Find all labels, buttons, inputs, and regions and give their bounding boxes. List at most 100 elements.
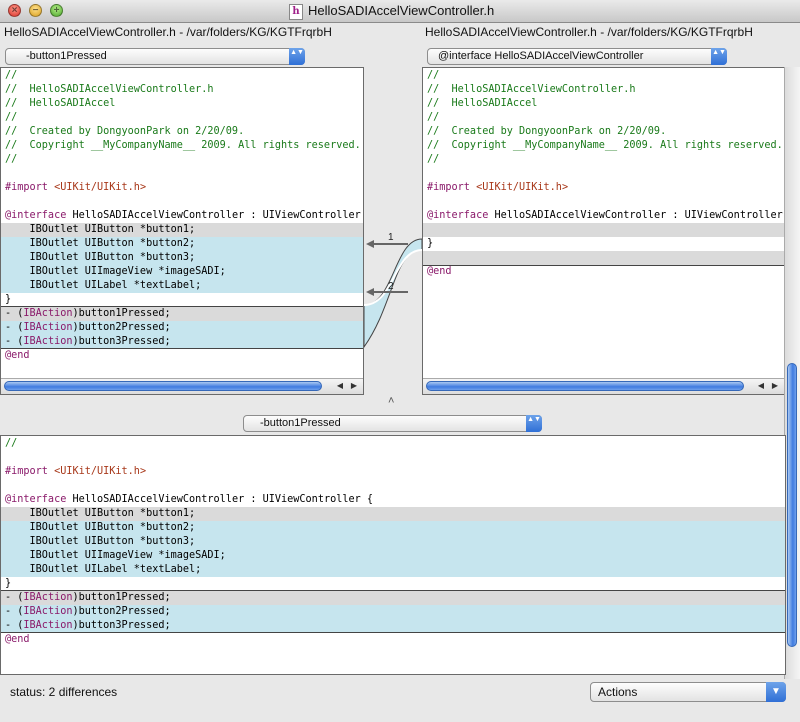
merge-function-popup[interactable]: -button1Pressed ▲▼ (243, 415, 542, 432)
code-token: )button2Pressed; (72, 606, 171, 617)
code-token: // (427, 154, 440, 165)
code-token: )button3Pressed; (72, 620, 171, 631)
code-line: @interface HelloSADIAccelViewController … (5, 209, 364, 223)
code-line: #import <UIKit/UIKit.h> (5, 465, 373, 479)
left-function-popup[interactable]: -button1Pressed ▲▼ (5, 48, 305, 65)
code-line: IBOutlet UILabel *textLabel; (5, 563, 373, 577)
code-token: // (5, 112, 18, 123)
code-line: // (5, 111, 363, 125)
right-function-popup[interactable]: @interface HelloSADIAccelViewController … (427, 48, 727, 65)
diff-line-highlight (423, 223, 799, 237)
close-window-button[interactable]: × (8, 4, 21, 17)
code-line (427, 251, 795, 265)
code-line: // Copyright __MyCompanyName__ 2009. All… (427, 139, 795, 153)
window-vertical-scrollbar[interactable] (784, 67, 800, 679)
code-token: - ( (5, 336, 24, 347)
code-token: IBOutlet UIImageView *imageSADI; (5, 266, 226, 277)
diff-status: status: 2 differences (10, 685, 118, 699)
code-token: IBOutlet UIButton *button1; (5, 508, 196, 519)
pane-splitter[interactable]: ˄ (0, 395, 800, 409)
popup-arrows-icon: ▲▼ (526, 415, 542, 432)
diff-border (1, 590, 785, 591)
code-line: } (5, 293, 363, 307)
scroll-right-icon[interactable]: ▶ (350, 381, 358, 390)
diff-border (1, 632, 785, 633)
code-line: } (427, 237, 795, 251)
code-token: IBAction (23, 336, 73, 347)
code-token: - ( (5, 620, 24, 631)
code-line: - (IBAction)button1Pressed; (5, 591, 373, 605)
code-line: } (5, 577, 373, 591)
code-token: IBOutlet UIButton *button2; (5, 522, 196, 533)
code-line: @end (5, 349, 363, 363)
diff-arrow-2-head (366, 288, 374, 296)
vertical-scroll-thumb[interactable] (787, 363, 797, 647)
code-token: HelloSADIAccelViewController : UIViewCon… (66, 210, 364, 221)
code-token: // HelloSADIAccel (5, 98, 116, 109)
left-scroll-thumb[interactable] (4, 381, 322, 391)
code-line: IBOutlet UIButton *button3; (5, 251, 363, 265)
merge-code-pane[interactable]: //#import <UIKit/UIKit.h>@interface Hell… (0, 435, 786, 675)
right-horizontal-scrollbar[interactable]: ◀ ▶ (423, 378, 784, 394)
diff-line-highlight (1, 591, 785, 605)
close-icon: × (11, 5, 18, 16)
code-line: // (427, 153, 795, 167)
right-code-pane[interactable]: //// HelloSADIAccelViewController.h// He… (422, 67, 800, 395)
right-code: //// HelloSADIAccelViewController.h// He… (427, 69, 795, 279)
title-bar: × − + h HelloSADIAccelViewController.h (0, 0, 800, 23)
actions-popup[interactable]: Actions ▼ (590, 682, 786, 702)
code-line: // (5, 153, 363, 167)
code-line: // HelloSADIAccel (5, 97, 363, 111)
diff-border (1, 348, 363, 349)
code-line: IBOutlet UILabel *textLabel; (5, 279, 363, 293)
code-token: } (427, 238, 434, 249)
code-token: IBOutlet UIButton *button3; (5, 252, 196, 263)
code-token: )button1Pressed; (72, 592, 171, 603)
left-horizontal-scrollbar[interactable]: ◀ ▶ (1, 378, 363, 394)
code-line: - (IBAction)button3Pressed; (5, 619, 373, 633)
minimize-window-button[interactable]: − (29, 4, 42, 17)
scroll-left-icon[interactable]: ◀ (757, 381, 765, 390)
code-token: // (5, 70, 18, 81)
code-token: // (427, 70, 440, 81)
code-token: // Created by DongyoonPark on 2/20/09. (427, 126, 667, 137)
code-token: @interface (427, 210, 489, 221)
code-line: // (5, 69, 363, 83)
code-line: IBOutlet UIButton *button1; (5, 223, 363, 237)
code-token: // HelloSADIAccelViewController.h (427, 84, 636, 95)
code-line: // Created by DongyoonPark on 2/20/09. (5, 125, 363, 139)
code-line: // (427, 69, 795, 83)
code-token: IBAction (23, 606, 73, 617)
code-token: IBAction (23, 322, 73, 333)
zoom-window-button[interactable]: + (50, 4, 63, 17)
scroll-right-icon[interactable]: ▶ (771, 381, 779, 390)
code-token: @interface (5, 210, 67, 221)
code-token: // Copyright __MyCompanyName__ 2009. All… (5, 140, 361, 151)
code-line: // (427, 111, 795, 125)
code-token: #import (5, 466, 55, 477)
diff-connector-highlight (364, 249, 422, 306)
code-line: - (IBAction)button3Pressed; (5, 335, 363, 349)
code-line: IBOutlet UIButton *button1; (5, 507, 373, 521)
code-token: - ( (5, 606, 24, 617)
code-line (427, 167, 795, 181)
code-token: IBAction (23, 592, 73, 603)
left-code-pane[interactable]: //// HelloSADIAccelViewController.h// He… (0, 67, 364, 395)
code-token: } (5, 294, 12, 305)
right-file-path: HelloSADIAccelViewController.h - /var/fo… (425, 25, 753, 39)
diff-label-1: 1 (388, 232, 394, 243)
scroll-left-icon[interactable]: ◀ (336, 381, 344, 390)
code-token: } (5, 578, 12, 589)
code-token: // (5, 438, 18, 449)
code-token: IBAction (23, 620, 73, 631)
code-token: // (427, 112, 440, 123)
code-token: IBOutlet UIImageView *imageSADI; (5, 550, 226, 561)
code-token: IBOutlet UILabel *textLabel; (5, 280, 202, 291)
diff-block-2-right (423, 251, 799, 265)
minimize-icon: − (32, 5, 39, 16)
right-scroll-thumb[interactable] (426, 381, 744, 391)
code-token: - ( (5, 322, 24, 333)
diff-line-highlight (1, 223, 363, 237)
code-line: // (5, 437, 373, 451)
code-line: IBOutlet UIButton *button3; (5, 535, 373, 549)
